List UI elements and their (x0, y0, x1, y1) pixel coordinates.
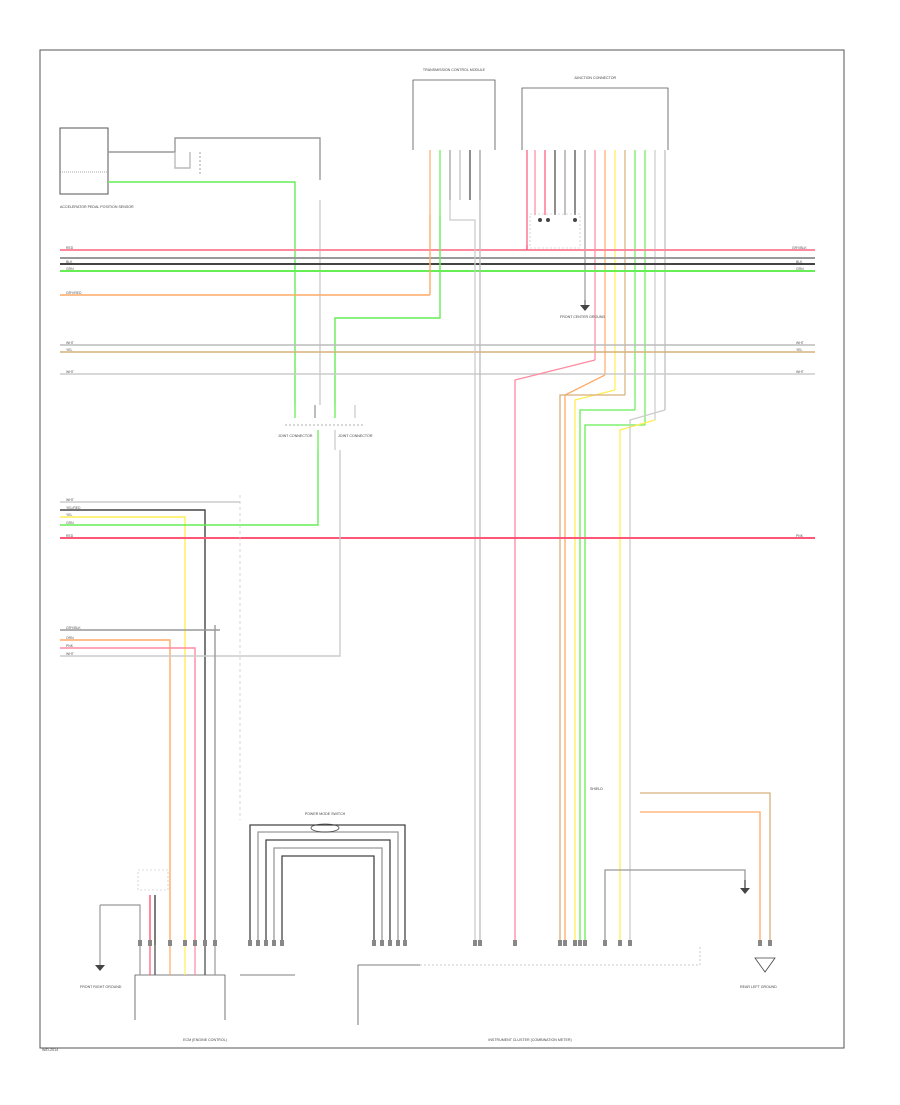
front-center-ground (580, 300, 590, 311)
wire-label-left: BLK (66, 260, 73, 264)
instrument-cluster-label: INSTRUMENT CLUSTER (COMBINATION METER) (488, 1038, 572, 1042)
wire-label-right: YEL (796, 348, 803, 352)
wire-label-left: YEL/RED (66, 506, 81, 510)
wire-label-right: WHT (796, 341, 804, 345)
front-right-ground (95, 869, 169, 971)
accelerator-pedal-label: ACCELERATOR PEDAL POSITION SENSOR (60, 205, 134, 209)
diagram-frame (39, 49, 845, 1049)
accelerator-pedal-sensor (59, 127, 109, 195)
top-right-connector (521, 87, 669, 150)
middle-splice (285, 405, 365, 450)
ecm-label: ECM (ENGINE CONTROL) (183, 1038, 227, 1042)
wire-label-left: GRY/RED (66, 291, 82, 295)
shield-label: SHIELD (590, 787, 603, 791)
wire-label-right: GRY/BLK (792, 246, 807, 250)
top-center-connector (412, 79, 496, 150)
wire-label-right: GRN (796, 267, 804, 271)
wire-label-right: WHT (796, 370, 804, 374)
tcm-label: TRANSMISSION CONTROL MODULE (422, 68, 486, 72)
wire-label-left: RED (66, 534, 74, 538)
wire-label-left: GRN (66, 521, 74, 525)
wire-label-left: GRN (66, 267, 74, 271)
wire-label-right: BLK (796, 260, 803, 264)
wire-label-left: PNK (66, 644, 73, 648)
power-mode-switch-label: POWER MODE SWITCH (304, 812, 346, 816)
relay-switch (529, 213, 581, 249)
wire-label-left: GRY/BLK (66, 626, 81, 630)
wire-label-left: YEL (66, 348, 73, 352)
wire-label-left: WHT (66, 498, 74, 502)
bottom-connectors (134, 945, 701, 1025)
wire-label-left: WHT (66, 652, 74, 656)
shielded-harness (249, 823, 406, 945)
wire-label-right: PNK (796, 534, 803, 538)
front-center-ground-label: FRONT CENTER GROUND (560, 315, 606, 319)
wire-label-left: WHT (66, 341, 74, 345)
splice-label-2: JOINT CONNECTOR (338, 434, 373, 438)
wire-label-left: ORN (66, 636, 74, 640)
footer-code: W/D-2014 (42, 1048, 59, 1052)
wire-label-left: RED (66, 246, 74, 250)
wire-label-left: WHT (66, 370, 74, 374)
front-right-ground-label: FRONT RIGHT GROUND (80, 985, 122, 989)
splice-label-1: JOINT CONNECTOR (278, 434, 313, 438)
rear-left-ground-label: REAR LEFT GROUND (740, 985, 777, 989)
rear-left-ground (604, 792, 771, 945)
wire-label-left: YEL (66, 513, 73, 517)
junction-connector-label: JUNCTION CONNECTOR (573, 76, 617, 80)
